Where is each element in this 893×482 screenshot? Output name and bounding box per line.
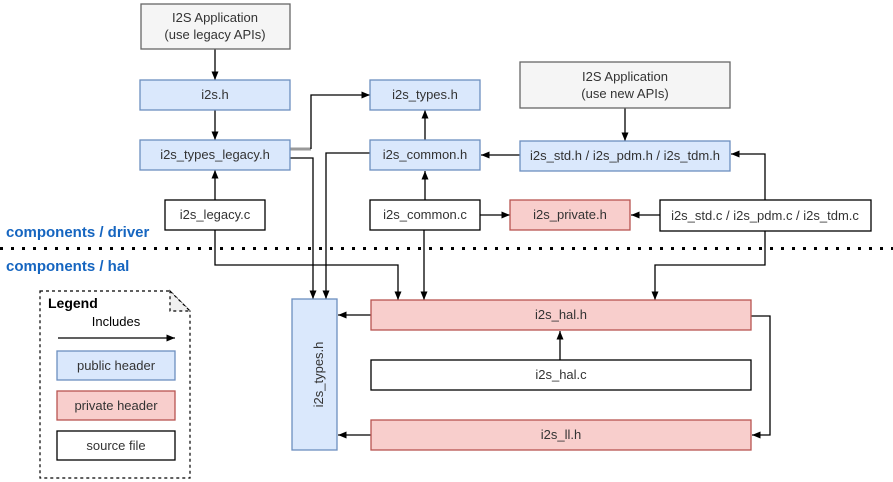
node-i2s-legacy-c: i2s_legacy.c xyxy=(164,199,266,231)
node-label: I2S Application xyxy=(582,69,668,84)
legend-public-header-label: public header xyxy=(77,358,156,373)
edge-i2s-types-legacy-h-includes-i2s-types-h xyxy=(310,91,370,149)
public-header-box xyxy=(369,139,481,171)
private-header-box xyxy=(370,299,752,331)
legend-dog-ear-fold xyxy=(169,289,192,312)
edge-i2s-legacy-c-includes-i2s-hal-h xyxy=(214,230,402,300)
legend-border xyxy=(39,290,191,479)
edge-i2s-std-pdm-tdm-c-includes-i2s-std-pdm-tdm-h xyxy=(731,150,766,200)
private-header-box xyxy=(509,199,631,231)
node-label: i2s.h xyxy=(201,87,228,102)
legend-private-header-label: private header xyxy=(74,398,158,413)
node-label: i2s_legacy.c xyxy=(180,207,251,222)
node-label: i2s_hal.c xyxy=(535,367,587,382)
node-label: i2s_std.h / i2s_pdm.h / i2s_tdm.h xyxy=(530,148,720,163)
legend: Legend Includes public header private he… xyxy=(39,289,192,479)
edge-i2s-common-h-includes-hal-i2s-types-h xyxy=(322,152,370,299)
node-label: i2s_common.c xyxy=(383,207,467,222)
node-i2s-ll-h: i2s_ll.h xyxy=(370,419,752,451)
public-header-box xyxy=(369,79,481,111)
source-file-box xyxy=(369,199,481,231)
legend-public-header-swatch xyxy=(56,350,176,381)
node-i2s-h: i2s.h xyxy=(139,79,291,111)
legend-source-file-swatch xyxy=(56,430,176,461)
node-i2s-std-pdm-tdm-c: i2s_std.c / i2s_pdm.c / i2s_tdm.c xyxy=(659,199,872,232)
public-header-box xyxy=(519,140,731,172)
node-i2s-hal-h: i2s_hal.h xyxy=(370,299,752,331)
node-label: (use legacy APIs) xyxy=(164,27,265,42)
legend-private-header-swatch xyxy=(56,390,176,421)
legend-title: Legend xyxy=(48,295,98,311)
legend-source-file-label: source file xyxy=(86,438,145,453)
node-label: I2S Application xyxy=(172,10,258,25)
node-label: i2s_std.c / i2s_pdm.c / i2s_tdm.c xyxy=(671,208,859,223)
node-i2s-std-pdm-tdm-h: i2s_std.h / i2s_pdm.h / i2s_tdm.h xyxy=(519,140,731,172)
public-header-box xyxy=(139,79,291,111)
node-label: i2s_common.h xyxy=(383,147,468,162)
application-box xyxy=(519,61,731,109)
application-box xyxy=(140,3,291,50)
edge-i2s-std-pdm-tdm-c-includes-i2s-hal-h xyxy=(651,231,766,300)
node-i2s-types-h-hal: i2s_types.h xyxy=(291,298,338,451)
section-label-hal: components / hal xyxy=(6,258,129,275)
edge-i2s-types-legacy-h-includes-hal-i2s-types-h xyxy=(290,157,317,299)
node-i2s-hal-c: i2s_hal.c xyxy=(370,359,752,391)
edge-i2s-hal-h-includes-i2s-ll-h xyxy=(751,315,771,439)
node-label: i2s_ll.h xyxy=(541,427,581,442)
node-label: i2s_types_legacy.h xyxy=(160,147,270,162)
node-label: i2s_private.h xyxy=(533,207,607,222)
source-file-box xyxy=(164,199,266,231)
source-file-box xyxy=(370,359,752,391)
section-label-driver: components / driver xyxy=(6,224,150,241)
public-header-box xyxy=(139,139,291,171)
private-header-box xyxy=(370,419,752,451)
legend-includes-label: Includes xyxy=(92,314,141,329)
node-i2s-private-h: i2s_private.h xyxy=(509,199,631,231)
node-i2s-types-legacy-h: i2s_types_legacy.h xyxy=(139,139,291,171)
source-file-box xyxy=(659,199,872,232)
node-label: (use new APIs) xyxy=(581,86,668,101)
node-i2s-types-h-driver: i2s_types.h xyxy=(369,79,481,111)
node-i2s-application-new: I2S Application (use new APIs) xyxy=(519,61,731,109)
node-label-vertical: i2s_types.h xyxy=(311,342,326,408)
node-i2s-common-c: i2s_common.c xyxy=(369,199,481,231)
node-i2s-common-h: i2s_common.h xyxy=(369,139,481,171)
node-i2s-application-legacy: I2S Application (use legacy APIs) xyxy=(140,3,291,50)
public-header-box xyxy=(291,298,338,451)
node-label: i2s_hal.h xyxy=(535,307,587,322)
node-label: i2s_types.h xyxy=(392,87,458,102)
